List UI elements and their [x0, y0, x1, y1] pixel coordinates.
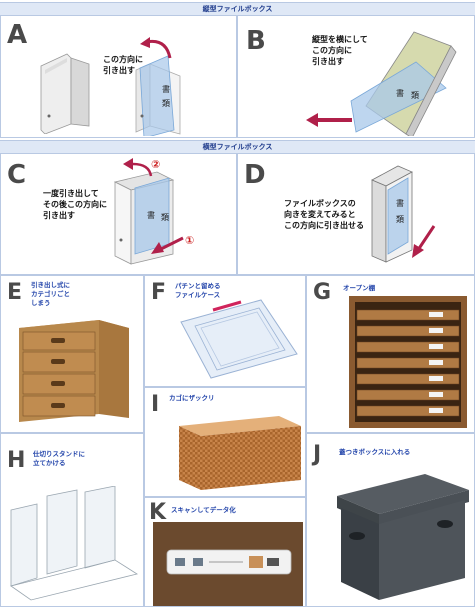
panel-letter: C	[7, 160, 27, 190]
doc-label: 類	[396, 215, 404, 224]
panel-e: E 引き出し式に カテゴリごと しまう	[0, 275, 144, 433]
panel-caption: スキャンしてデータ化	[171, 506, 236, 514]
file-box-illustration	[40, 53, 90, 134]
arrow-left-icon	[306, 113, 352, 127]
partition-stand-image	[10, 486, 139, 601]
step-number-2: ②	[151, 158, 161, 171]
panel-letter: H	[7, 448, 26, 473]
panel-caption: 蓋つきボックスに入れる	[339, 448, 411, 456]
panel-i: I カゴにザックリ	[144, 387, 306, 497]
arrow-down-icon	[412, 225, 436, 258]
panel-h: H 仕切りスタンドに 立てかける	[0, 433, 144, 607]
doc-label: 書	[396, 199, 404, 208]
arrow-up-icon	[123, 158, 153, 177]
horizontal-file-box	[113, 171, 175, 265]
section-header-horizontal: 横型ファイルボックス	[0, 140, 475, 154]
panel-a: A 書 類 この方向に 引き出す	[0, 15, 237, 138]
arrow-down-left-icon	[151, 236, 184, 254]
panel-caption: パチンと留める ファイルケース	[175, 282, 221, 299]
panel-letter: I	[151, 392, 160, 417]
panel-letter: D	[244, 160, 266, 190]
panel-caption: 仕切りスタンドに 立てかける	[33, 450, 85, 467]
panel-c: C 一度引き出して その後この方向に 引き出す 書 類 ② ①	[0, 153, 237, 275]
sideways-file-box	[350, 31, 457, 136]
panel-d: D ファイルボックスの 向きを変えてみると この方向に引き出せる 書 類	[237, 153, 475, 275]
panel-j: J 蓋つきボックスに入れる	[306, 433, 475, 607]
panel-letter: G	[313, 280, 332, 305]
panel-letter: F	[151, 280, 167, 305]
panel-caption: 引き出し式に カテゴリごと しまう	[31, 281, 70, 307]
doc-label: 類	[162, 99, 170, 108]
doc-label: 書	[396, 89, 404, 98]
file-box-with-documents	[135, 37, 181, 136]
panel-caption: カゴにザックリ	[169, 394, 215, 402]
panel-caption: オープン棚	[343, 284, 376, 292]
doc-label: 類	[161, 213, 169, 222]
panel-letter: E	[7, 280, 23, 305]
open-shelf-image	[349, 296, 467, 428]
doc-label: 書	[147, 211, 155, 220]
panel-g: G オープン棚	[306, 275, 475, 433]
wooden-drawer-chest-image	[19, 320, 129, 422]
panel-caption: この方向に 引き出す	[103, 55, 143, 75]
panel-caption: 一度引き出して その後この方向に 引き出す	[43, 189, 107, 220]
panel-letter: B	[246, 26, 266, 56]
woven-basket-image	[179, 416, 301, 490]
panel-letter: J	[313, 442, 322, 467]
panel-letter: K	[149, 500, 167, 525]
document-scanner-image	[153, 522, 303, 606]
panel-letter: A	[7, 20, 28, 50]
step-number-1: ①	[185, 234, 195, 247]
section-header-vertical: 縦型ファイルボックス	[0, 2, 475, 16]
panel-f: F パチンと留める ファイルケース	[144, 275, 306, 387]
upright-file-box	[371, 165, 413, 263]
panel-caption: 縦型を横にして この方向に 引き出す	[312, 35, 368, 66]
lidded-storage-box-image	[337, 474, 469, 600]
doc-label: 類	[411, 91, 419, 100]
doc-label: 書	[162, 85, 170, 94]
panel-k: K スキャンしてデータ化	[144, 497, 306, 607]
panel-b: B 縦型を横にして この方向に 引き出す 書 類	[237, 15, 475, 138]
snap-file-case-image	[180, 299, 298, 379]
panel-caption: ファイルボックスの 向きを変えてみると この方向に引き出せる	[284, 199, 364, 230]
